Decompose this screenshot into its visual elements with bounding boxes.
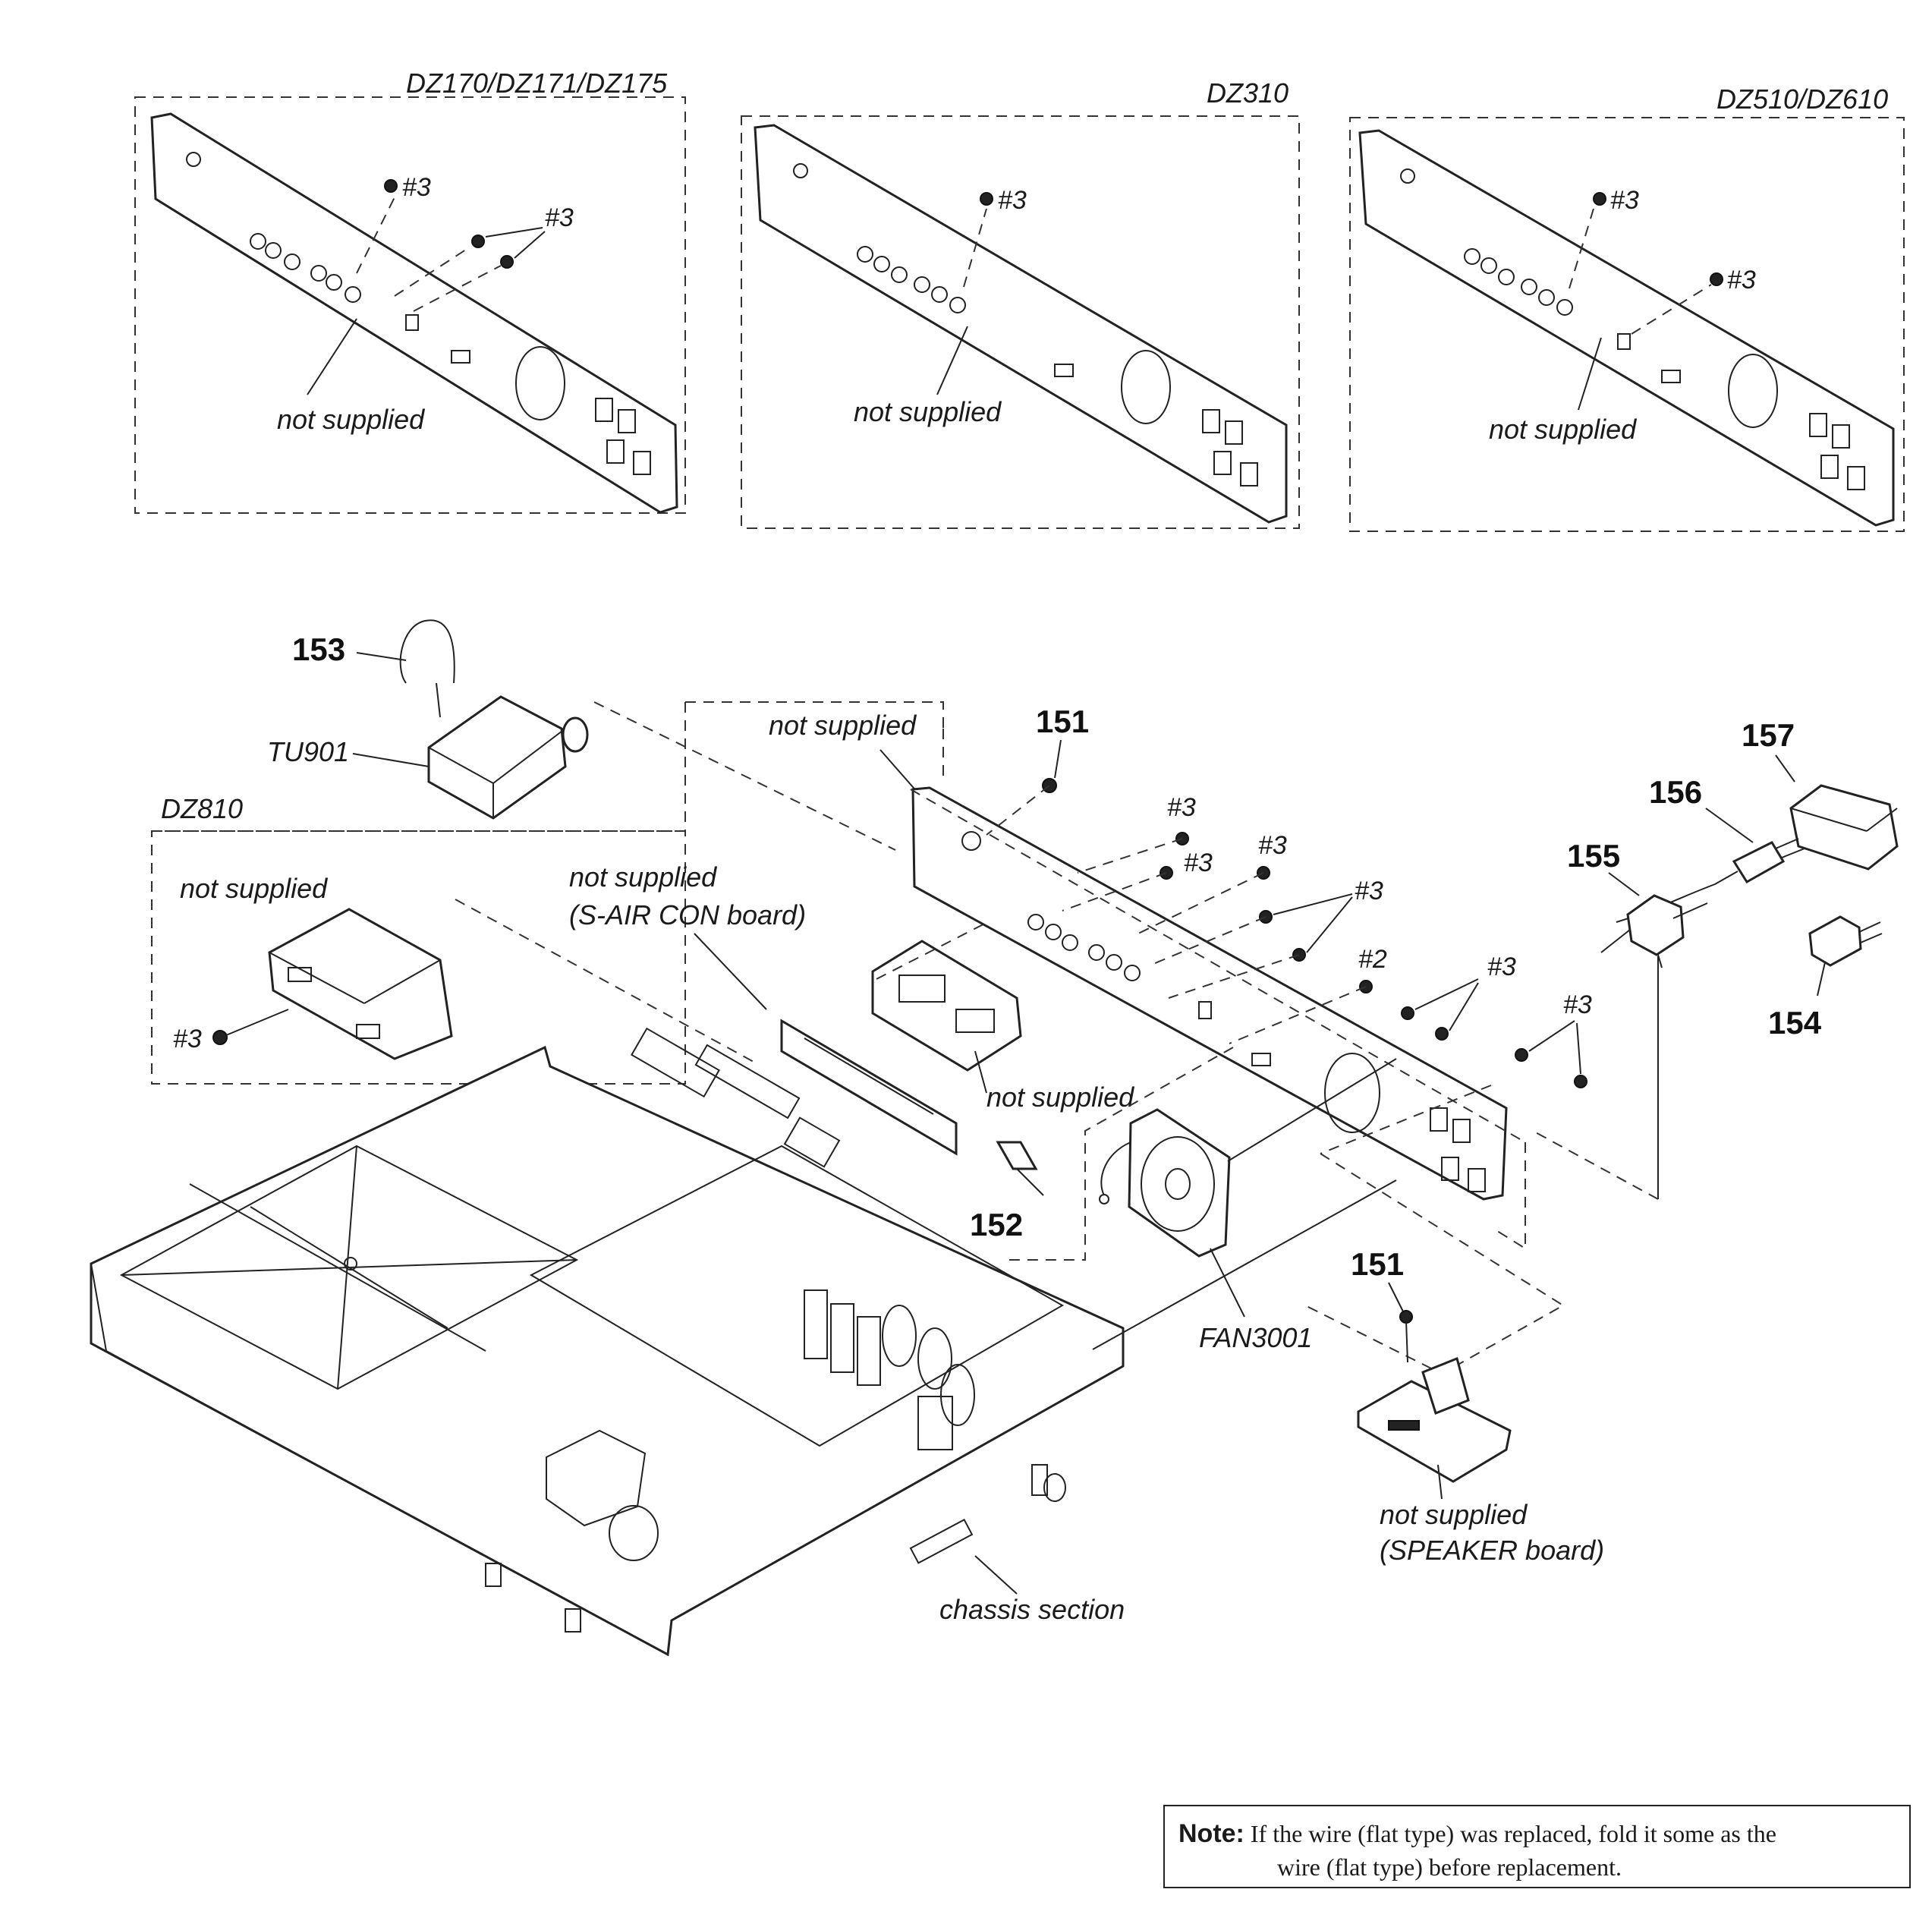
not-supplied-label: not supplied — [1489, 414, 1637, 445]
s-air-con-board: not supplied (S-AIR CON board) not suppl… — [569, 861, 1134, 1242]
variant-panel-dz510: DZ510/DZ610 not supplied #3 #3 — [1349, 83, 1905, 532]
power-group: 157 156 155 154 — [1532, 717, 1899, 1200]
part-number-153: 153 — [292, 631, 345, 667]
screw-label-3: #3 — [1258, 831, 1287, 860]
part-number-151: 151 — [1036, 704, 1089, 739]
screw-label-3: #3 — [1727, 266, 1756, 294]
speaker-board — [1357, 1380, 1512, 1483]
variant-label-dz510: DZ510/DZ610 — [1716, 83, 1888, 115]
fan-group: FAN3001 — [1002, 1047, 1397, 1353]
rear-panel-dz170 — [150, 112, 678, 514]
screw-label-3: #3 — [545, 203, 574, 232]
s-air-module — [871, 940, 1022, 1072]
screw-label-3: #3 — [1487, 952, 1516, 981]
plug-adaptor-154 — [1808, 915, 1862, 967]
note-line-2: wire (flat type) before replacement. — [1277, 1853, 1622, 1881]
speaker-board-label: (SPEAKER board) — [1380, 1535, 1604, 1566]
dz810-group: DZ810 not supplied #3 — [151, 793, 686, 1085]
tuner-tu901 — [427, 695, 567, 820]
chassis-section: chassis section — [90, 1027, 1397, 1657]
not-supplied-label: not supplied — [277, 404, 425, 435]
note-label: Note: — [1178, 1819, 1244, 1848]
speaker-board-group: 151 not supplied (SPEAKER board) — [1304, 1153, 1604, 1566]
variant-label-dz170: DZ170/DZ171/DZ175 — [406, 68, 668, 99]
variant-panel-dz310: DZ310 not supplied #3 — [741, 77, 1300, 529]
screws-rear-panel: 151 #3 #3 #3 #3 #2 #3 #3 — [986, 704, 1592, 1154]
bushing-155 — [1626, 894, 1685, 956]
screw-label-3: #3 — [1167, 793, 1196, 822]
not-supplied-label: not supplied — [569, 861, 717, 893]
part-number-154: 154 — [1768, 1005, 1822, 1041]
part-number-157: 157 — [1742, 717, 1795, 753]
not-supplied-label: not supplied — [854, 396, 1002, 427]
tu901-label: TU901 — [267, 736, 349, 767]
rear-panel-main: not supplied — [769, 710, 1526, 1250]
part-number-156: 156 — [1649, 774, 1702, 810]
rear-panel — [911, 786, 1508, 1201]
screw-label-3: #3 — [1610, 186, 1639, 215]
screw-label-3: #3 — [1355, 877, 1383, 905]
note-line-1: If the wire (flat type) was replaced, fo… — [1250, 1820, 1776, 1847]
chassis-section-label: chassis section — [939, 1594, 1125, 1625]
not-supplied-label: not supplied — [180, 873, 328, 904]
ac-adapter-157 — [1789, 784, 1899, 871]
part-number-151: 151 — [1351, 1246, 1404, 1282]
variant-label-dz310: DZ310 — [1207, 77, 1289, 109]
variant-panel-dz170: DZ170/DZ171/DZ175 not supplied #3 #3 — [134, 68, 686, 514]
screw-label-3: #3 — [173, 1025, 202, 1053]
s-air-con-board-label: (S-AIR CON board) — [569, 899, 806, 930]
not-supplied-label: not supplied — [769, 710, 917, 741]
note-box: Note: If the wire (flat type) was replac… — [1163, 1805, 1911, 1888]
screw-label-2: #2 — [1358, 945, 1387, 974]
bracket-dz810 — [268, 908, 453, 1060]
part-number-155: 155 — [1567, 838, 1620, 874]
part-number-152: 152 — [970, 1207, 1023, 1242]
not-supplied-label: not supplied — [986, 1082, 1134, 1113]
variant-label-dz810: DZ810 — [161, 793, 243, 824]
tuner-group: 153 TU901 — [152, 619, 944, 832]
not-supplied-label: not supplied — [1380, 1499, 1528, 1530]
fan3001-label: FAN3001 — [1199, 1322, 1312, 1353]
screw-label-3: #3 — [1184, 849, 1213, 877]
screw-label-3: #3 — [1563, 990, 1592, 1019]
rear-panel-dz310 — [754, 124, 1288, 524]
screw-label-3: #3 — [402, 173, 431, 202]
screw-label-3: #3 — [998, 186, 1027, 215]
